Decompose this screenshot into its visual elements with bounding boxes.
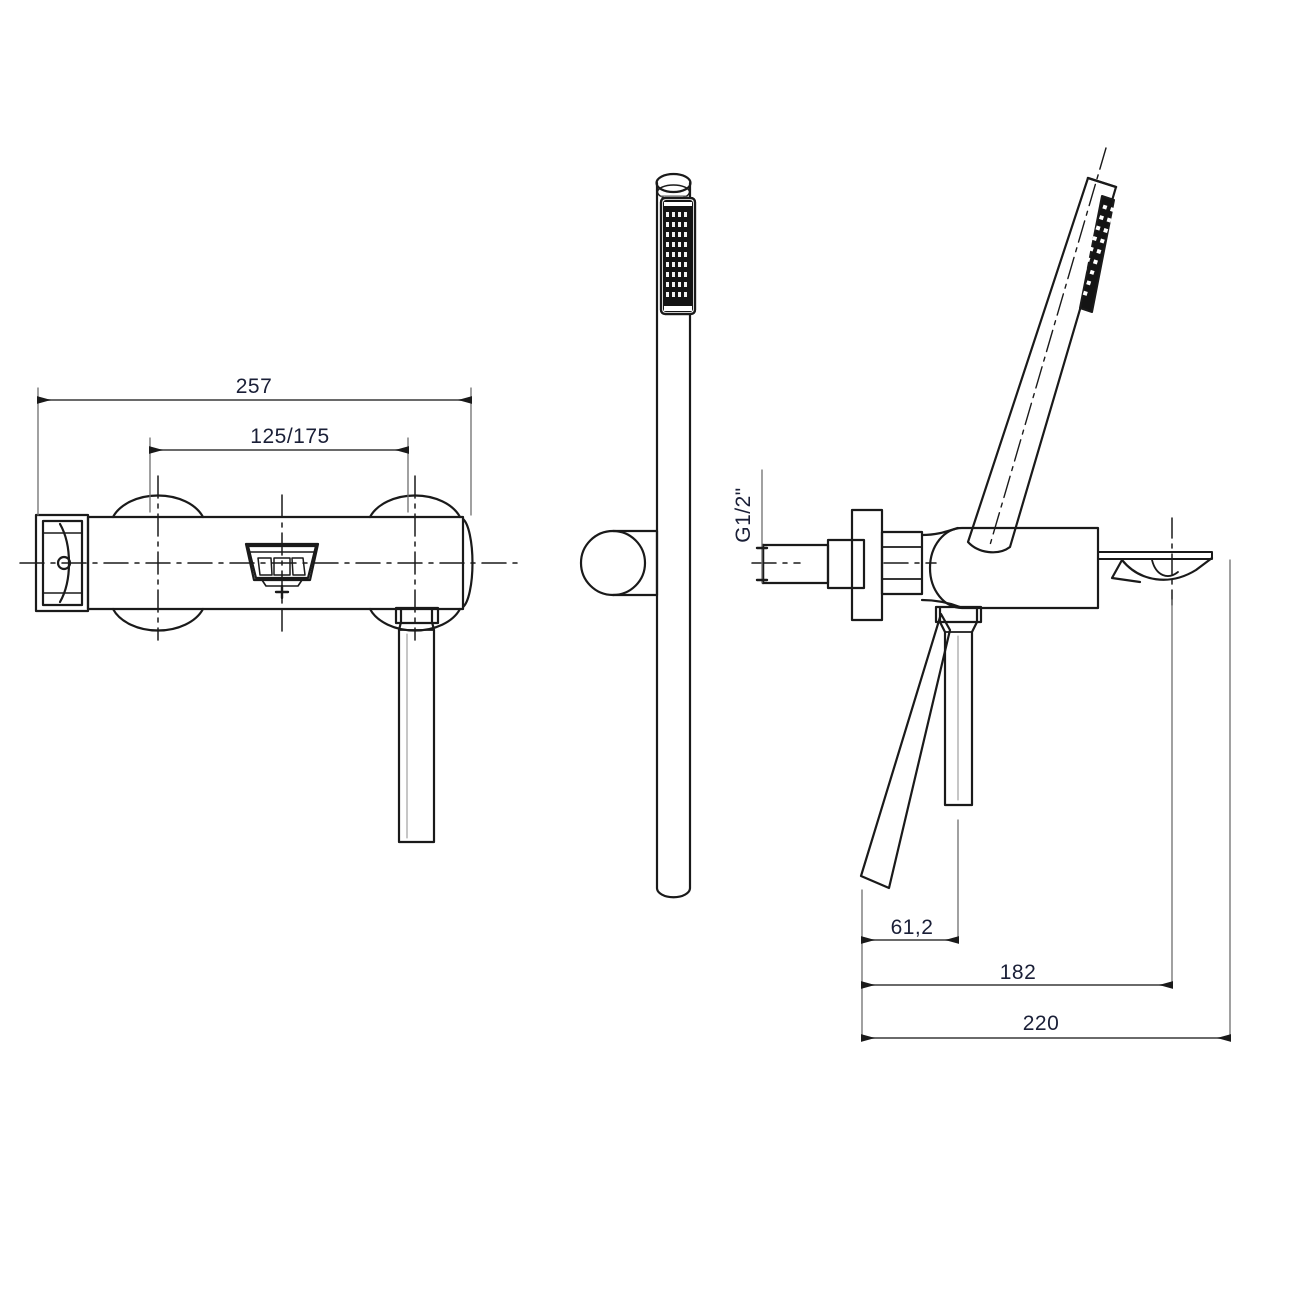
side-handshower-cap (655, 172, 692, 194)
right-body-collar (880, 530, 924, 596)
front-view-dimensions (37, 387, 472, 516)
right-outlet-collar (934, 605, 983, 624)
right-handshower-outline (966, 176, 1118, 554)
right-inlet-pipe (761, 543, 830, 585)
dim-label-61-2: 61,2 (891, 916, 934, 939)
right-mixer-body (928, 526, 1100, 610)
side-bracket-ring (579, 529, 647, 597)
dim-label-182: 182 (1000, 961, 1037, 984)
front-view-geometry (19, 475, 521, 844)
right-escutcheon-flange (850, 508, 884, 622)
right-handshower (966, 147, 1118, 554)
side-handshower-spray-face (659, 196, 697, 316)
front-outlet-collar (394, 606, 440, 625)
right-view-dimensions (755, 469, 1231, 1042)
dim-label-257: 257 (236, 375, 273, 398)
front-outlet-tube (397, 607, 436, 844)
front-vertical-centerlines (157, 475, 416, 641)
dim-label-125-175: 125/175 (250, 425, 329, 448)
right-handshower-axis (989, 147, 1107, 546)
right-outlet-tube (938, 606, 979, 807)
right-shoulder-top (920, 526, 960, 537)
right-thread-nipple (826, 538, 866, 590)
side-wall-bracket (579, 529, 659, 597)
right-view-geometry (751, 147, 1214, 890)
side-view-geometry (579, 172, 697, 899)
annotation-label-g12: G1/2" (732, 487, 755, 542)
right-lever-handle (859, 612, 952, 890)
right-handshower-spray-face (1075, 195, 1115, 313)
side-handshower-body (655, 188, 692, 899)
dim-label-220: 220 (1023, 1012, 1060, 1035)
right-diverter-knob (1097, 551, 1214, 584)
